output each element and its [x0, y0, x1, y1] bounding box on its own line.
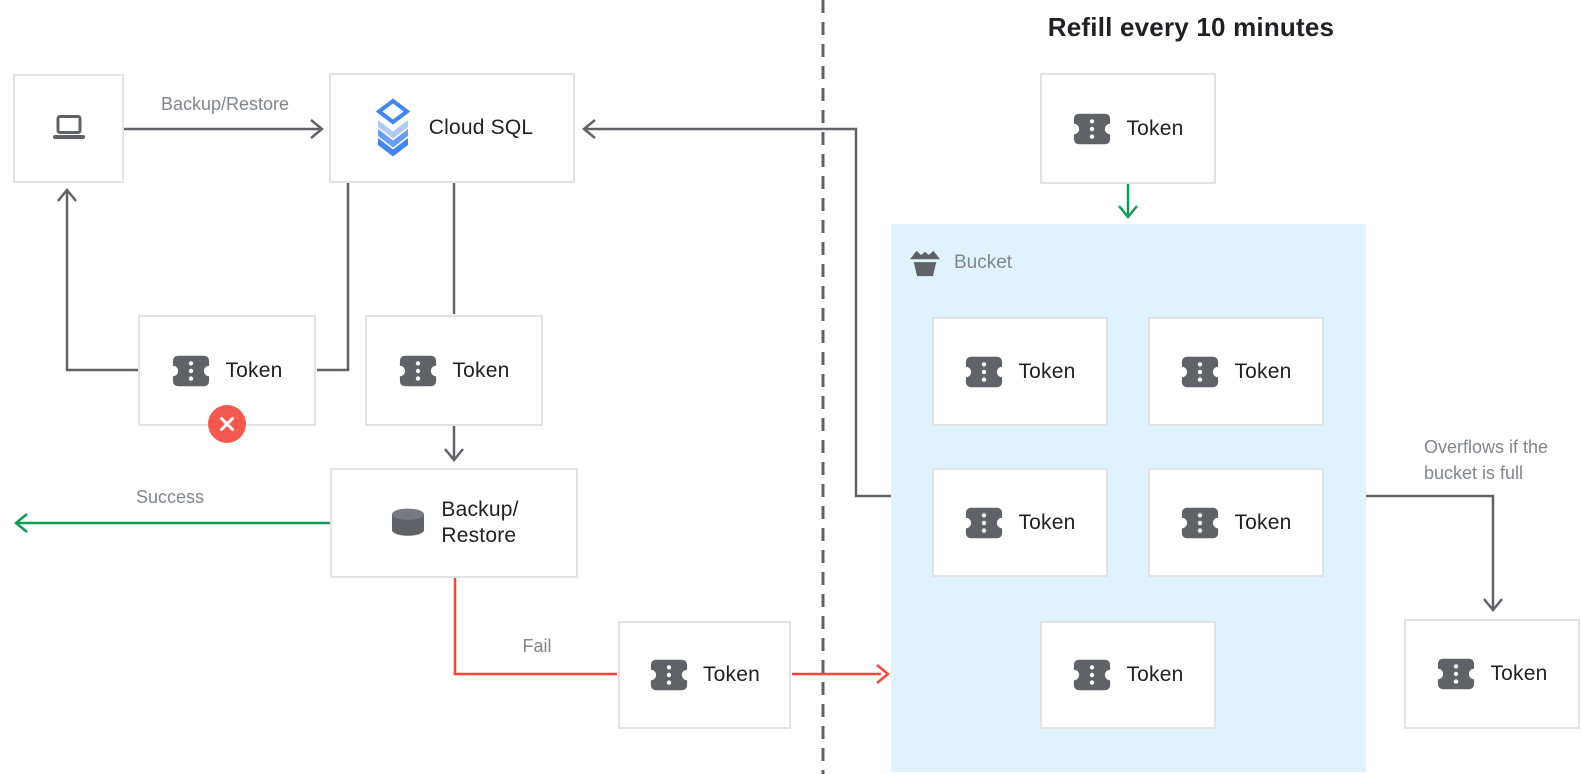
- token-node-fail-return: Token: [618, 621, 791, 729]
- arrow-client-to-cloudsql: [124, 119, 324, 139]
- arrow-bucket-to-cloudsql: [582, 119, 891, 498]
- client-node: [13, 74, 124, 183]
- overflow-label: Overflows if the bucket is full: [1424, 434, 1574, 486]
- overflow-label-line1: Overflows if the: [1424, 437, 1549, 457]
- token-label: Token: [1234, 510, 1292, 534]
- x-circle-icon: [208, 405, 246, 443]
- token-node-bucket-2: Token: [1148, 317, 1324, 426]
- token-label: Token: [1234, 359, 1292, 383]
- backup-restore-arrow-label: Backup/Restore: [160, 94, 290, 114]
- backup-restore-label-line1: Backup/: [441, 497, 519, 521]
- token-label: Token: [1490, 662, 1548, 685]
- ticket-icon: [1438, 658, 1475, 690]
- ticket-icon: [1182, 356, 1219, 387]
- token-node-overflow: Token: [1404, 619, 1580, 729]
- backup-restore-node: Backup/ Restore: [330, 468, 578, 578]
- cloud-sql-label: Cloud SQL: [428, 116, 534, 139]
- arrow-bucket-overflow: [1366, 494, 1503, 612]
- token-node-rejected: Token: [138, 315, 316, 443]
- cloud-sql-icon: [375, 98, 411, 157]
- arrow-success: [14, 513, 330, 533]
- ticket-icon: [1074, 113, 1111, 144]
- token-label: Token: [1018, 510, 1076, 534]
- token-label: Token: [225, 358, 283, 382]
- token-label: Token: [1018, 359, 1076, 383]
- token-node-consumed: Token: [365, 315, 543, 426]
- laptop-icon: [52, 114, 85, 139]
- ticket-icon: [1074, 659, 1111, 691]
- arrow-token-to-client: [57, 188, 138, 372]
- token-node-bucket-5: Token: [1040, 621, 1216, 729]
- ticket-icon: [173, 355, 210, 386]
- ticket-icon: [966, 356, 1003, 387]
- success-label: Success: [135, 487, 205, 507]
- token-label: Token: [1126, 116, 1184, 140]
- fail-label: Fail: [522, 636, 552, 656]
- token-label: Token: [1126, 663, 1184, 686]
- backup-restore-label-line2: Restore: [441, 524, 517, 547]
- token-node-bucket-1: Token: [932, 317, 1108, 426]
- token-label: Token: [452, 358, 510, 382]
- overflow-label-line2: bucket is full: [1424, 463, 1524, 483]
- arrow-fail: [453, 578, 617, 676]
- arrow-token-to-backup: [444, 426, 464, 462]
- token-node-bucket-4: Token: [1148, 468, 1324, 577]
- database-icon: [392, 508, 425, 536]
- bucket-header: Bucket: [908, 248, 1012, 278]
- refill-title: Refill every 10 minutes: [1047, 12, 1335, 42]
- arrow-refill-token-to-bucket: [1118, 184, 1138, 219]
- bucket-icon: [910, 250, 940, 277]
- ticket-icon: [650, 659, 688, 691]
- bucket-label: Bucket: [954, 252, 1013, 273]
- arrow-fail-token-to-bucket: [792, 664, 890, 684]
- ticket-icon: [1182, 507, 1219, 538]
- ticket-icon: [966, 507, 1003, 538]
- token-label: Token: [702, 663, 761, 686]
- connector-cloudsql-to-failed-token: [317, 183, 350, 372]
- cloud-sql-node: Cloud SQL: [329, 73, 575, 183]
- ticket-icon: [400, 355, 437, 386]
- backup-restore-label: Backup/ Restore: [441, 497, 518, 550]
- token-node-bucket-3: Token: [932, 468, 1108, 577]
- token-node-refill: Token: [1040, 73, 1216, 184]
